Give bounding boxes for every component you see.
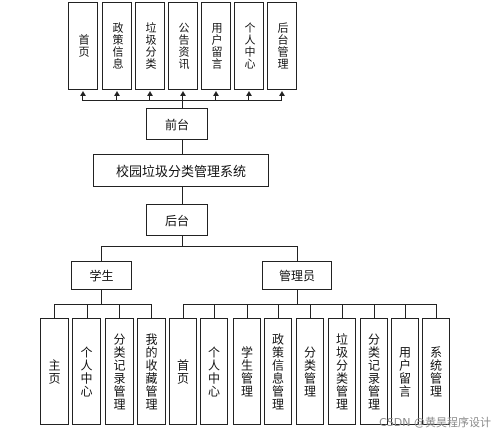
arrow-up-icon	[147, 91, 153, 96]
connector-line	[82, 96, 83, 100]
admin-node: 管理员	[262, 261, 332, 290]
admin-module-garbage-classification-management: 垃圾分类管理	[328, 318, 356, 425]
arrow-up-icon	[180, 91, 186, 96]
student-module-my-favorites: 我的收藏管理	[137, 318, 166, 425]
arrow-up-icon	[279, 91, 285, 96]
admin-module-classification-records: 分类记录管理	[360, 318, 388, 425]
connector-line	[87, 304, 88, 318]
frontend-module-policy-info: 政策信息	[102, 2, 132, 90]
frontend-module-backend-admin: 后台管理	[267, 2, 297, 90]
backend-node: 后台	[146, 204, 208, 236]
arrow-up-icon	[114, 91, 120, 96]
admin-module-system-management: 系统管理	[422, 318, 450, 425]
connector-line	[149, 96, 150, 100]
arrow-up-icon	[80, 91, 86, 96]
connector-line	[182, 187, 183, 204]
student-module-classification-records: 分类记录管理	[105, 318, 134, 425]
connector-line	[182, 236, 183, 246]
connector-line	[182, 140, 183, 154]
frontend-module-home: 首页	[68, 2, 98, 90]
connector-line	[436, 304, 437, 318]
connector-line	[215, 96, 216, 100]
connector-line	[405, 304, 406, 318]
admin-module-category-management: 分类管理	[296, 318, 324, 425]
arrow-up-icon	[246, 91, 252, 96]
connector-line	[374, 304, 375, 318]
frontend-module-user-messages: 用户留言	[201, 2, 231, 90]
student-module-main: 主页	[40, 318, 69, 425]
student-node: 学生	[71, 261, 132, 290]
frontend-module-personal-center: 个人中心	[234, 2, 264, 90]
connector-line	[54, 304, 55, 318]
connector-line	[281, 96, 282, 100]
admin-module-personal-center: 个人中心	[200, 318, 228, 425]
connector-line	[297, 290, 298, 304]
admin-module-student-management: 学生管理	[233, 318, 261, 425]
connector-line	[101, 246, 102, 261]
connector-line	[116, 96, 117, 100]
student-module-personal-center: 个人中心	[72, 318, 101, 425]
connector-line	[101, 246, 298, 247]
watermark: CSDN @黄昊程序设计	[379, 416, 491, 429]
admin-module-user-messages: 用户留言	[391, 318, 419, 425]
arrow-up-icon	[213, 91, 219, 96]
connector-line	[54, 304, 152, 305]
connector-line	[297, 246, 298, 261]
connector-line	[183, 304, 184, 318]
connector-line	[101, 290, 102, 304]
connector-line	[214, 304, 215, 318]
frontend-node: 前台	[146, 108, 208, 140]
admin-module-home: 首页	[169, 318, 197, 425]
connector-line	[182, 100, 183, 108]
admin-module-policy-info-management: 政策信息管理	[264, 318, 292, 425]
connector-line	[310, 304, 311, 318]
frontend-module-announcements: 公告资讯	[168, 2, 198, 90]
connector-line	[342, 304, 343, 318]
connector-line	[248, 96, 249, 100]
system-title-node: 校园垃圾分类管理系统	[93, 154, 269, 187]
connector-line	[278, 304, 279, 318]
connector-line	[151, 304, 152, 318]
frontend-module-garbage-classification: 垃圾分类	[135, 2, 165, 90]
connector-line	[182, 96, 183, 100]
connector-line	[119, 304, 120, 318]
connector-line	[247, 304, 248, 318]
